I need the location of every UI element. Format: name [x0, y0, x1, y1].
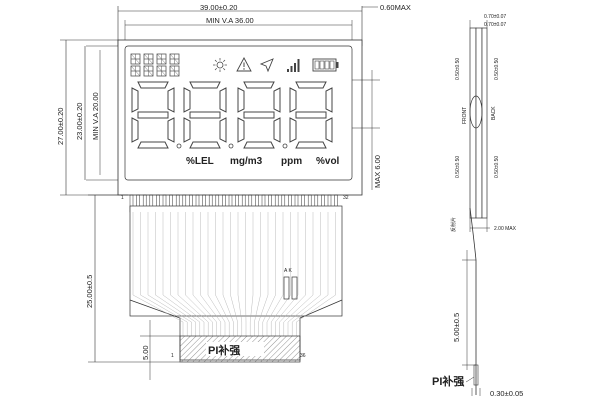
- dim-min-va: MIN V.A 20.00: [91, 92, 100, 140]
- side-dim-c: 0.50±0.50: [455, 156, 461, 178]
- dim-left-height: 27.00±0.20: [56, 108, 65, 145]
- trace: [140, 212, 188, 336]
- front-view: 39.00±0.20 MIN V.A 36.00 0.60MAX 27.00±0…: [56, 3, 411, 380]
- big-digit: [183, 81, 234, 149]
- dim-view-area: MIN V.A 36.00: [206, 16, 254, 25]
- small-digits-group: [130, 53, 180, 77]
- trace: [192, 212, 217, 336]
- side-bulge: [469, 95, 483, 129]
- trace: [177, 212, 209, 336]
- dim-stiffener: 5.00: [141, 345, 150, 360]
- trace: [170, 212, 205, 336]
- label-polarizer: 反射片: [450, 217, 457, 232]
- small-digit: [169, 53, 180, 65]
- send-icon: [259, 58, 274, 73]
- side-view: 0.70±0.07 0.70±0.07 0.50±0.50 0.50±0.50 …: [432, 14, 523, 398]
- trace: [185, 212, 213, 336]
- dim-right-max: MAX 6.00: [373, 155, 382, 188]
- trace: [230, 212, 238, 336]
- trace: [266, 212, 284, 336]
- side-dim-b: 0.50±0.50: [494, 58, 500, 80]
- dim-tail-length: 25.00±0.5: [85, 275, 94, 308]
- trace: [200, 212, 221, 336]
- trace: [271, 212, 291, 336]
- trace: [275, 212, 299, 336]
- trace: [292, 212, 329, 336]
- trace: [245, 212, 247, 336]
- sun-icon: [213, 58, 227, 72]
- trace: [287, 212, 321, 336]
- small-digit: [130, 65, 141, 77]
- pi-label: PI补强: [208, 343, 240, 357]
- tail-pin-start: 1: [171, 353, 174, 359]
- big-digits-group: [131, 81, 333, 149]
- small-digit: [156, 53, 167, 65]
- fpc-traces: [132, 212, 336, 336]
- big-digit: [289, 81, 333, 149]
- side-dim-top1: 0.70±0.07: [484, 14, 506, 20]
- unit-mgm3: mg/m3: [230, 156, 263, 167]
- pin-label-start: 1: [121, 195, 124, 201]
- warning-icon: [236, 57, 252, 72]
- led-labels: A K: [284, 268, 292, 274]
- fpc-tail: [129, 205, 343, 317]
- dim-va-height: 23.00±0.20: [75, 103, 84, 140]
- side-dim-top2: 0.70±0.07: [484, 22, 506, 28]
- side-dim-a: 0.50±0.50: [455, 58, 461, 80]
- unit-lel: %LEL: [186, 156, 214, 167]
- tail-pin-end: 36: [300, 353, 306, 359]
- side-dim-thickness: 0.30±0.05: [490, 389, 523, 398]
- trace: [132, 212, 184, 336]
- trace: [215, 212, 230, 336]
- side-dim-d: 0.50±0.50: [494, 156, 500, 178]
- small-digit: [143, 53, 154, 65]
- trace: [155, 212, 196, 336]
- unit-ppm: ppm: [281, 156, 302, 167]
- small-digit: [130, 53, 141, 65]
- trace: [254, 212, 261, 336]
- label-front: FRONT: [462, 107, 468, 124]
- pin-label-end: 32: [343, 195, 349, 201]
- battery-icon: [312, 58, 339, 72]
- big-digit: [237, 81, 288, 149]
- trace: [147, 212, 192, 336]
- trace: [279, 212, 306, 336]
- small-digit: [143, 65, 154, 77]
- side-pi-label: PI补强: [432, 374, 464, 388]
- lcd-view-area: [124, 45, 353, 181]
- dim-top-right: 0.60MAX: [380, 3, 411, 12]
- trace: [262, 212, 276, 336]
- trace: [222, 212, 234, 336]
- big-digit: [131, 81, 182, 149]
- trace: [283, 212, 314, 336]
- side-dim-max: 2.00 MAX: [494, 226, 517, 232]
- label-back: BACK: [491, 106, 497, 120]
- trace: [296, 212, 336, 336]
- signal-bars-icon: [287, 59, 300, 72]
- small-digit: [156, 65, 167, 77]
- led-pad-k: [291, 276, 298, 300]
- trace: [250, 212, 254, 336]
- trace: [258, 212, 269, 336]
- unit-vol: %vol: [316, 156, 340, 167]
- side-dim-tail: 5.00±0.5: [452, 313, 461, 342]
- led-pad-a: [283, 276, 290, 300]
- trace: [207, 212, 226, 336]
- trace: [237, 212, 242, 336]
- dim-top-width: 39.00±0.20: [200, 3, 237, 12]
- small-digit: [169, 65, 180, 77]
- trace: [162, 212, 200, 336]
